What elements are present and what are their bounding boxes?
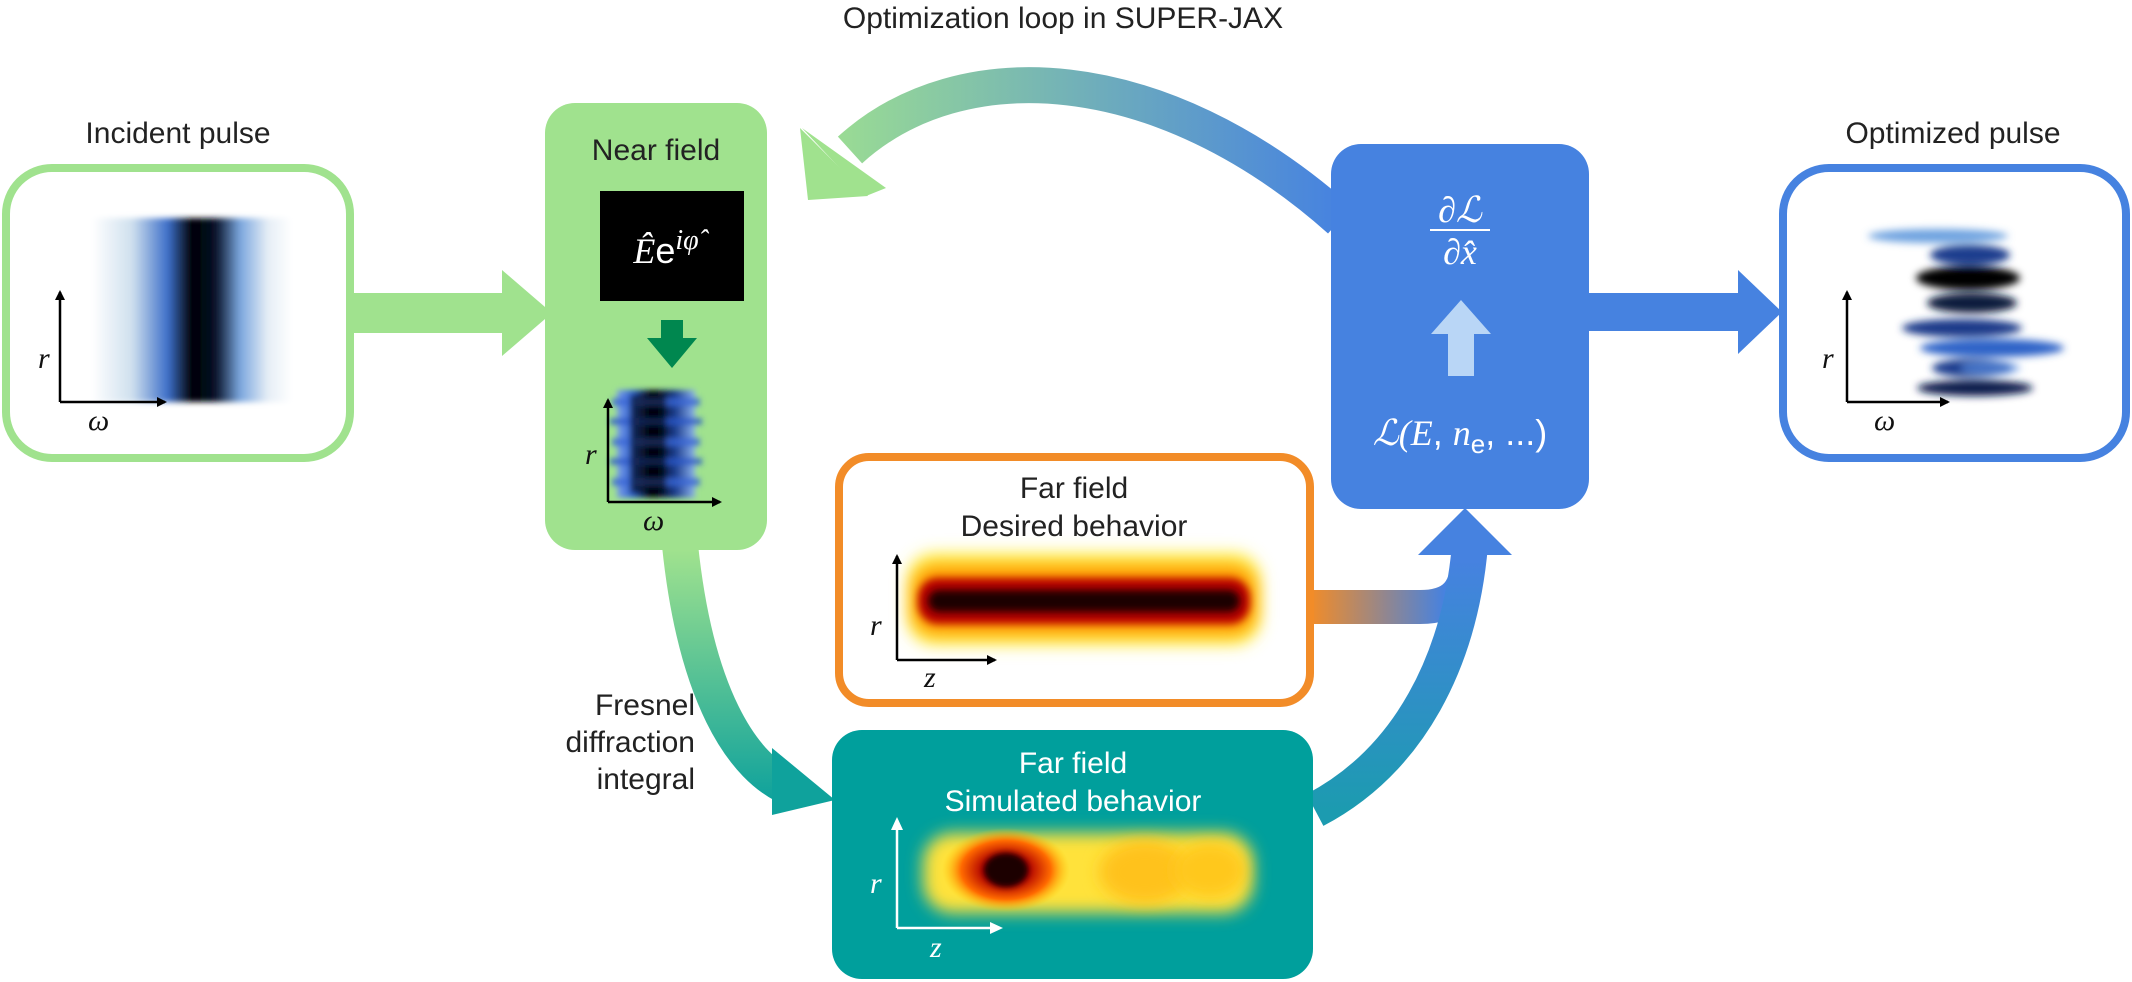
gradient-denominator: ∂x̂ — [1443, 232, 1477, 272]
fresnel-line-1: Fresnel — [595, 689, 695, 722]
loss-to-optimized-arrowhead — [1738, 270, 1782, 354]
far-field-simulated-r-arrowhead — [891, 817, 903, 830]
loss-input-arrowhead — [1418, 508, 1512, 555]
incident-to-near-arrow-shaft — [350, 293, 510, 333]
top-loop-arrow-shaft — [837, 67, 1352, 234]
optimized-omega-label: ω — [1874, 404, 1895, 437]
fresnel-arrowhead — [772, 748, 835, 815]
optimized-pulse-panel: Optimized pulse r ω — [1779, 117, 2130, 462]
loss-func-density: n — [1453, 413, 1471, 453]
far-field-simulated-subtitle: Simulated behavior — [945, 785, 1202, 818]
fresnel-line-2: diffraction — [565, 726, 695, 759]
loss-func-density-subscript: e — [1471, 429, 1485, 459]
incident-to-near-arrowhead — [502, 270, 552, 356]
loss-func-separator: , — [1433, 412, 1453, 453]
fresnel-label: Fresnel diffraction integral — [565, 689, 695, 796]
far-field-desired-subtitle: Desired behavior — [961, 510, 1188, 543]
loss-to-optimized-arrow-shaft — [1585, 293, 1745, 331]
far-field-simulated-panel: Far field Simulated behavior r z — [832, 730, 1313, 979]
gradient-numerator: ∂ℒ — [1438, 190, 1483, 230]
simulated-to-loss-arrow-shaft — [1306, 543, 1488, 826]
loss-func-suffix: , ...) — [1485, 412, 1547, 453]
gradient-up-arrow-shaft — [1448, 330, 1474, 376]
near-field-panel: Near field Êeiφ̂ r ω — [545, 103, 767, 550]
top-loop-arrowhead-main — [800, 128, 868, 200]
incident-pulse-label: Incident pulse — [85, 117, 270, 150]
far-field-simulated-z-label: z — [929, 931, 942, 964]
incident-omega-label: ω — [88, 404, 109, 437]
optimized-pulse-box — [1779, 164, 2130, 462]
far-field-simulated-title: Far field — [1019, 747, 1127, 780]
gradient-up-arrowhead — [1431, 300, 1491, 334]
far-field-desired-z-label: z — [923, 661, 936, 694]
far-field-desired-r-label: r — [870, 609, 882, 642]
optimized-r-label: r — [1822, 342, 1834, 375]
near-field-heatmap — [610, 390, 702, 498]
near-field-omega-label: ω — [643, 504, 664, 537]
incident-pulse-panel: Incident pulse r ω — [2, 117, 354, 462]
far-field-desired-heatmap — [908, 553, 1260, 645]
near-field-label: Near field — [592, 134, 720, 167]
far-field-simulated-heatmap — [923, 828, 1253, 913]
loss-func-field: E — [1410, 413, 1433, 453]
fresnel-line-3: integral — [597, 763, 695, 796]
diagram-title: Optimization loop in SUPER-JAX — [843, 2, 1283, 35]
near-field-down-arrowhead — [647, 338, 697, 368]
near-field-phase-box — [600, 191, 744, 301]
phase-amplitude: Ê — [632, 231, 655, 271]
far-field-simulated-z-arrowhead — [990, 922, 1003, 934]
loss-func-prefix: ℒ( — [1373, 413, 1413, 453]
incident-pulse-heatmap — [92, 218, 292, 402]
phase-exponential: e — [655, 230, 675, 271]
loss-function: ℒ(E, ne, ...) — [1373, 412, 1547, 459]
near-field-r-label: r — [585, 438, 597, 471]
far-field-simulated-r-label: r — [870, 867, 882, 900]
loss-gradient-panel: ∂ℒ ∂x̂ ℒ(E, ne, ...) — [1331, 144, 1589, 509]
incident-r-label: r — [38, 342, 50, 375]
top-loop-arrowhead — [802, 128, 886, 196]
optimized-pulse-label: Optimized pulse — [1845, 117, 2060, 150]
optimized-pulse-heatmap — [1868, 229, 2064, 396]
far-field-desired-title: Far field — [1020, 472, 1128, 505]
far-field-desired-panel: Far field Desired behavior r z — [835, 453, 1314, 707]
